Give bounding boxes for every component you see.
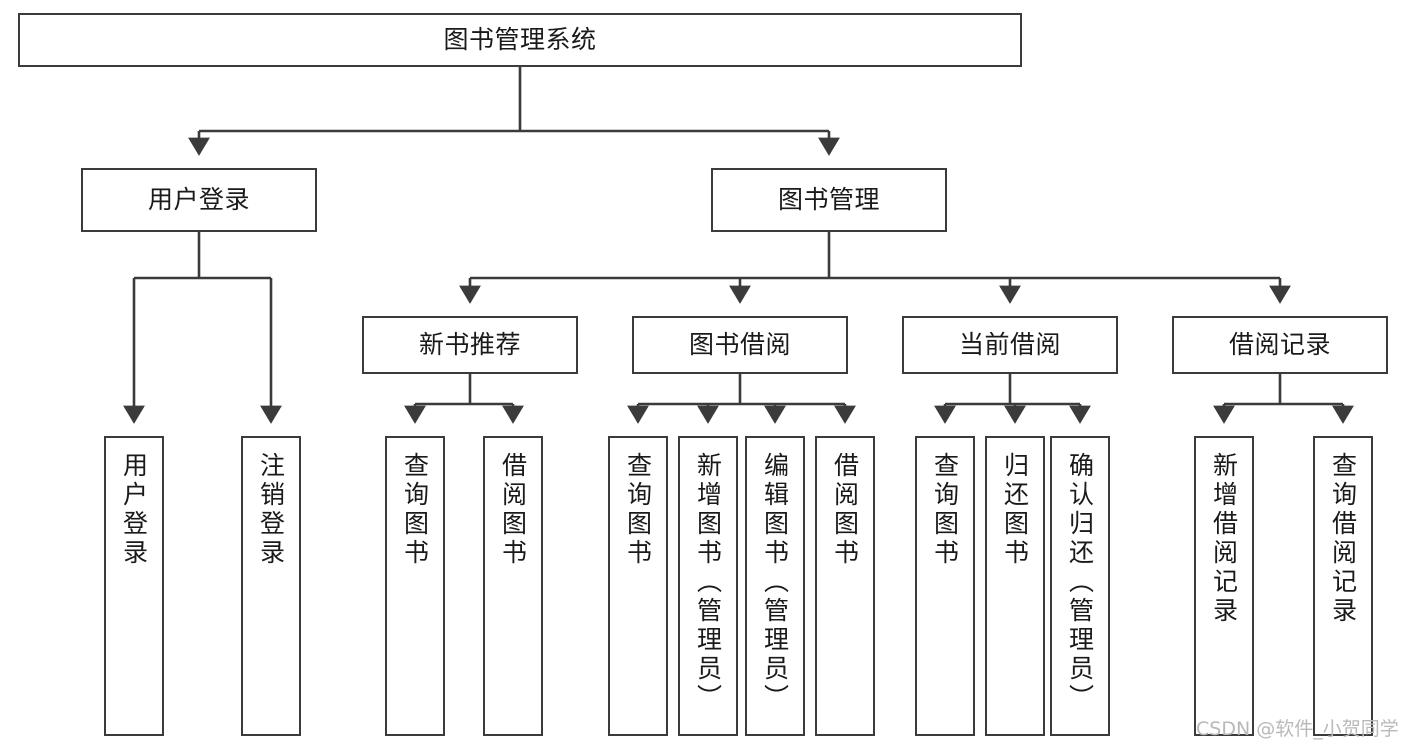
leaf-query-book-cur[interactable]: 查询图书 [915,436,975,736]
leaf-query-book-rec-label: 查询图书 [400,452,430,568]
leaf-edit-book-label: 编辑图书（管理员） [760,452,790,713]
leaf-query-record[interactable]: 查询借阅记录 [1313,436,1373,736]
leaf-edit-book[interactable]: 编辑图书（管理员） [745,436,805,736]
leaf-add-record[interactable]: 新增借阅记录 [1194,436,1254,736]
node-root-label: 图书管理系统 [443,25,597,55]
leaf-user-logout[interactable]: 注销登录 [241,436,301,736]
leaf-return-book[interactable]: 归还图书 [985,436,1045,736]
leaf-borrow-book-brw[interactable]: 借阅图书 [815,436,875,736]
leaf-confirm-return-label: 确认归还（管理员） [1065,452,1095,713]
node-current-borrow-label: 当前借阅 [958,330,1061,360]
node-current-borrow[interactable]: 当前借阅 [902,316,1118,374]
node-borrow-record-label: 借阅记录 [1228,330,1331,360]
leaf-query-book-brw[interactable]: 查询图书 [608,436,668,736]
node-new-book-recommend-label: 新书推荐 [418,330,521,360]
leaf-borrow-book-rec[interactable]: 借阅图书 [483,436,543,736]
leaf-query-record-label: 查询借阅记录 [1328,452,1358,626]
node-root[interactable]: 图书管理系统 [18,13,1022,67]
leaf-query-book-brw-label: 查询图书 [623,452,653,568]
leaf-user-login[interactable]: 用户登录 [104,436,164,736]
leaf-add-record-label: 新增借阅记录 [1209,452,1239,626]
leaf-add-book-label: 新增图书（管理员） [693,452,723,713]
node-user-login[interactable]: 用户登录 [81,168,317,232]
leaf-borrow-book-brw-label: 借阅图书 [830,452,860,568]
leaf-query-book-cur-label: 查询图书 [930,452,960,568]
node-book-manage-label: 图书管理 [777,185,880,215]
node-borrow-record[interactable]: 借阅记录 [1172,316,1388,374]
leaf-query-book-rec[interactable]: 查询图书 [385,436,445,736]
csdn-watermark: CSDN @软件_小贺同学 [1196,718,1399,740]
leaf-return-book-label: 归还图书 [1000,452,1030,568]
leaf-user-login-label: 用户登录 [119,452,149,568]
leaf-user-logout-label: 注销登录 [256,452,286,568]
leaf-confirm-return[interactable]: 确认归还（管理员） [1050,436,1110,736]
leaf-borrow-book-rec-label: 借阅图书 [498,452,528,568]
node-book-manage[interactable]: 图书管理 [711,168,947,232]
leaf-add-book[interactable]: 新增图书（管理员） [678,436,738,736]
node-user-login-label: 用户登录 [147,185,250,215]
node-book-borrow-label: 图书借阅 [688,330,791,360]
node-new-book-recommend[interactable]: 新书推荐 [362,316,578,374]
node-book-borrow[interactable]: 图书借阅 [632,316,848,374]
